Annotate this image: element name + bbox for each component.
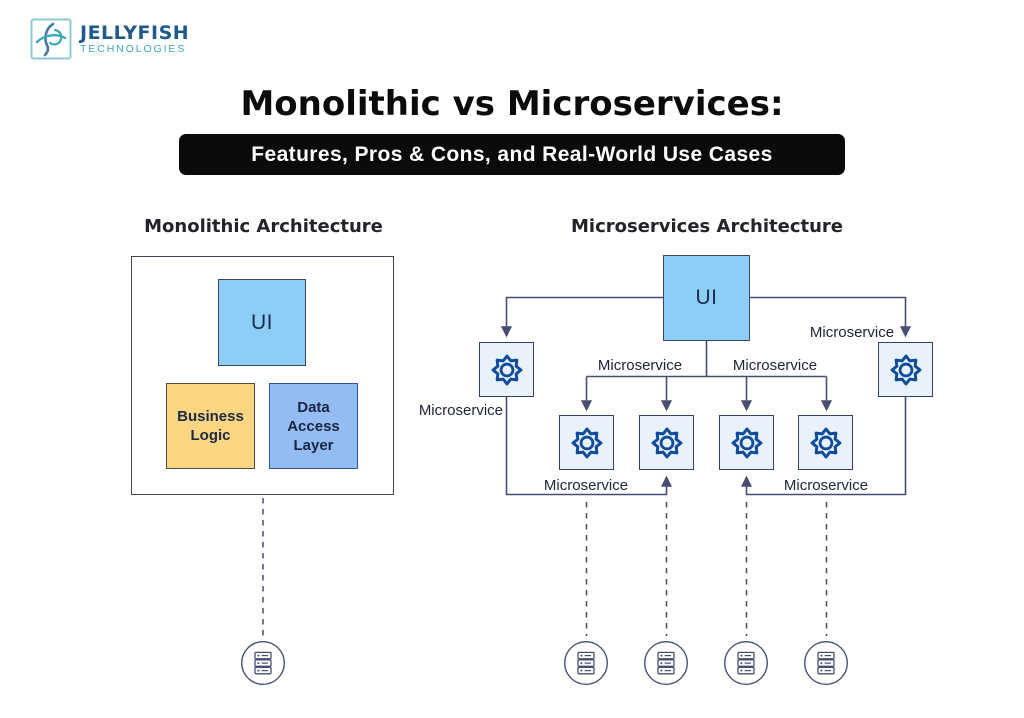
business-logic-label: Business Logic: [177, 408, 244, 444]
database-icon: [240, 640, 286, 686]
jellyfish-logo-icon: [30, 18, 72, 60]
monolithic-ui-label: UI: [251, 310, 273, 334]
microservice-label-right: Microservice: [809, 324, 895, 341]
logo-brand-text: JELLYFISH: [80, 21, 190, 44]
service-box-4: [798, 415, 853, 470]
gear-icon: [569, 425, 605, 461]
logo-sub-text: TECHNOLOGIES: [80, 42, 187, 55]
gear-icon: [489, 352, 525, 388]
gear-icon: [649, 425, 685, 461]
database-icon: [723, 640, 769, 686]
microservices-ui-label: UI: [695, 286, 718, 309]
service-box-right: [878, 342, 933, 397]
microservices-ui-box: UI: [663, 255, 750, 341]
line-ui-to-left-service: [500, 296, 663, 338]
monolithic-heading: Monolithic Architecture: [144, 216, 383, 237]
gear-icon: [729, 425, 765, 461]
gear-icon: [888, 352, 924, 388]
gear-icon: [808, 425, 844, 461]
subtitle-banner: Features, Pros & Cons, and Real-World Us…: [179, 134, 845, 175]
database-icon: [643, 640, 689, 686]
service-box-1: [559, 415, 614, 470]
database-icon: [803, 640, 849, 686]
microservice-label-bottom-right: Microservice: [783, 477, 869, 494]
microservice-label-bottom-left: Microservice: [543, 477, 629, 494]
data-access-layer-label: Data Access Layer: [287, 398, 340, 454]
subtitle-text: Features, Pros & Cons, and Real-World Us…: [251, 142, 773, 166]
jellyfish-logo: JELLYFISH TECHNOLOGIES: [30, 18, 189, 60]
monolithic-ui-box: UI: [218, 279, 306, 366]
service-box-3: [719, 415, 774, 470]
business-logic-box: Business Logic: [166, 383, 255, 469]
microservice-label-mid-left: Microservice: [597, 357, 683, 374]
microservice-label-mid-right: Microservice: [732, 357, 818, 374]
database-icon: [563, 640, 609, 686]
page-title: Monolithic vs Microservices:: [240, 84, 784, 124]
service-box-2: [639, 415, 694, 470]
microservice-label-left: Microservice: [418, 402, 503, 419]
data-access-layer-box: Data Access Layer: [269, 383, 358, 469]
service-box-left: [479, 342, 534, 397]
microservices-heading: Microservices Architecture: [570, 216, 843, 237]
